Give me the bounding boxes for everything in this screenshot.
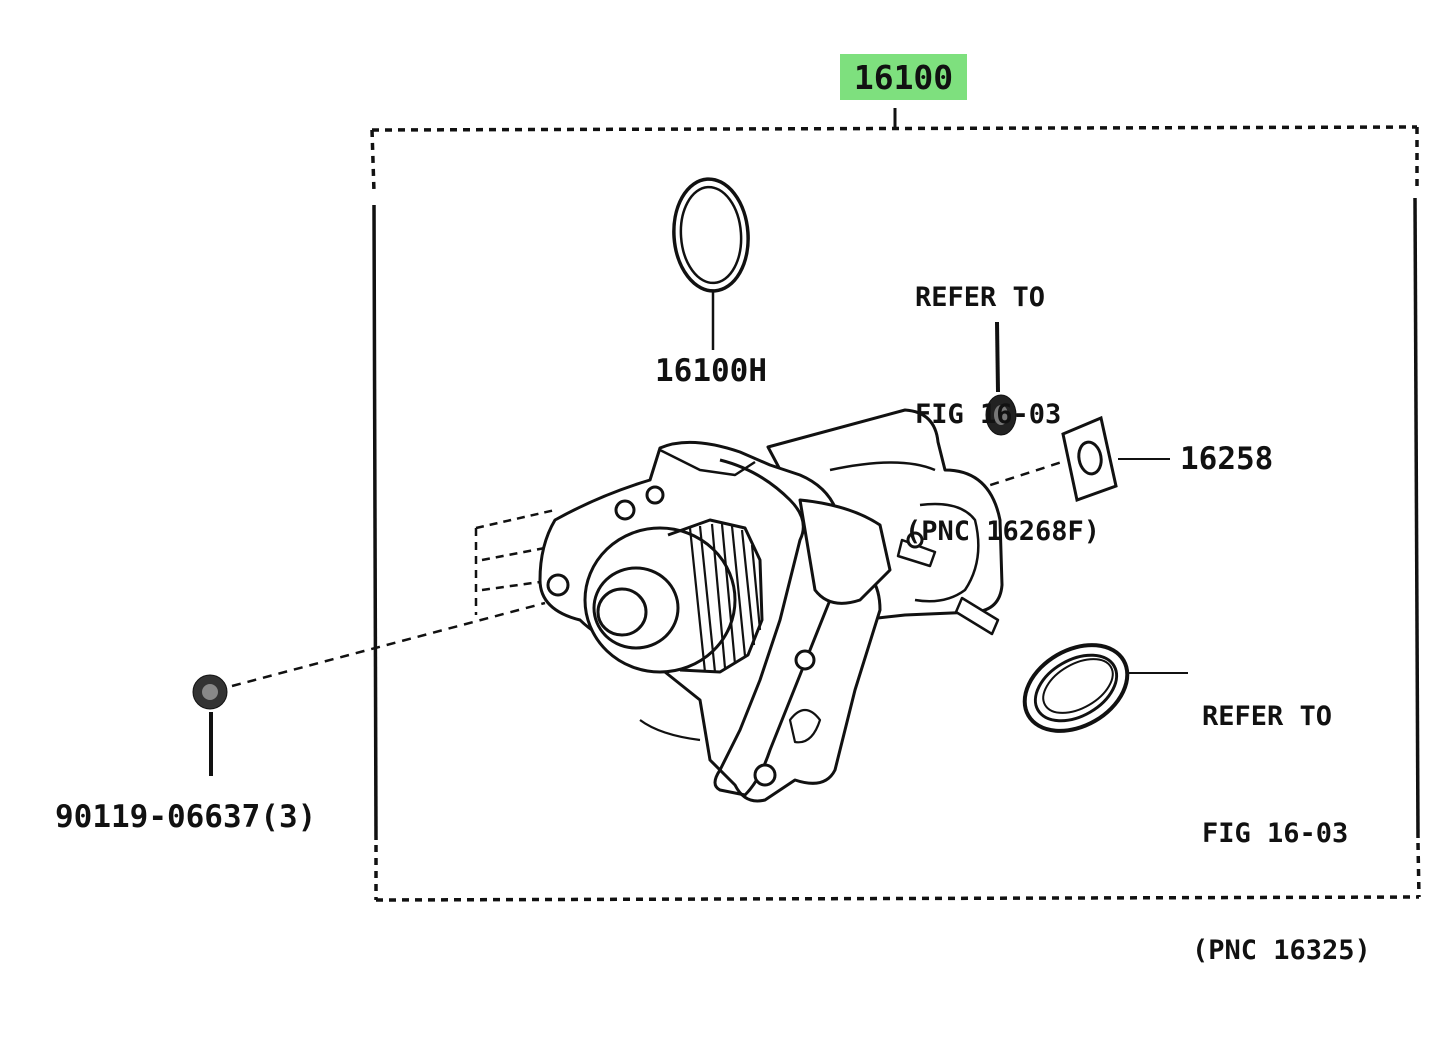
o-ring-drawing [672, 177, 750, 350]
parts-diagram: 16100 16100H 16258 90119-06637(3) REFER … [55, 54, 1421, 966]
assembly-boundary [370, 108, 1421, 902]
gasket-part-number-label[interactable]: 16258 [1180, 441, 1274, 477]
assembly-part-number-label[interactable]: 16100 [840, 54, 967, 100]
seal-reference-line-3[interactable]: (PNC 16325) [1192, 935, 1371, 966]
water-pump-drawing [474, 408, 1004, 803]
plug-reference-note: REFER TO FIG 16-03 (PNC 16268F) [905, 200, 1100, 629]
o-ring-part-number-label[interactable]: 16100H [655, 353, 767, 389]
nut-drawing [192, 601, 546, 776]
seal-reference-note: REFER TO FIG 16-03 (PNC 16325) [1192, 619, 1371, 1048]
gasket-drawing [974, 415, 1170, 502]
diagram-drawing [192, 108, 1421, 902]
seal-reference-line-2: FIG 16-03 [1202, 818, 1349, 849]
oil-seal-drawing [1022, 643, 1188, 733]
seal-reference-line-1: REFER TO [1202, 701, 1333, 732]
plug-reference-line-2: FIG 16-03 [915, 399, 1062, 430]
nut-part-number-label[interactable]: 90119-06637(3) [55, 799, 317, 835]
plug-reference-line-3[interactable]: (PNC 16268F) [905, 516, 1101, 547]
drain-plug-drawing [985, 321, 1017, 436]
plug-reference-line-1: REFER TO [915, 282, 1046, 313]
